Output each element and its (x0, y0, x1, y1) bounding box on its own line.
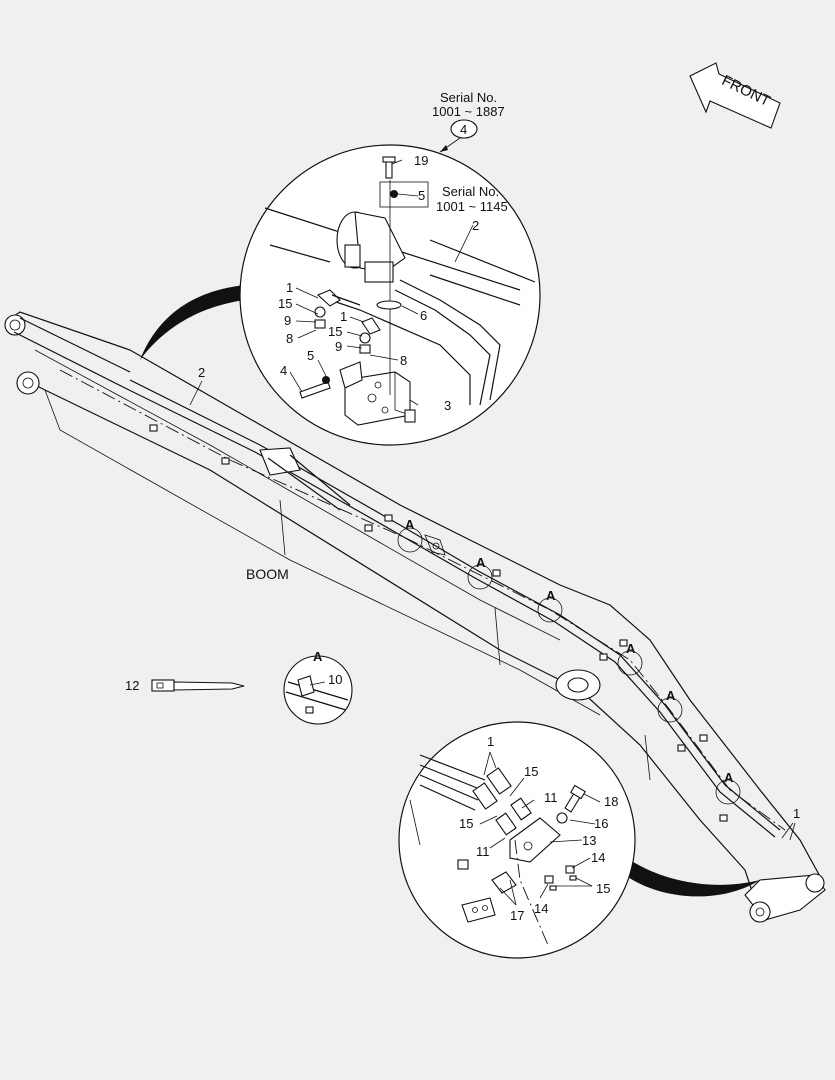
callout-3: 3 (444, 398, 451, 413)
callout-12: 12 (125, 678, 139, 693)
callout-11: 11 (544, 790, 558, 805)
callout-8: 8 (400, 353, 407, 368)
callout-17: 17 (510, 908, 524, 923)
callout-11: 11 (476, 844, 490, 859)
clamp-marker-label: A (666, 688, 676, 703)
boom-callouts: 2 1 (189, 365, 800, 841)
callout-1: 1 (793, 806, 800, 821)
callout-9: 9 (335, 339, 342, 354)
callout-1: 1 (487, 734, 494, 749)
top-detail: 19 5 2 1 15 9 8 1 15 9 8 5 4 6 3 Serial … (140, 144, 541, 446)
serial-top-label: Serial No. (440, 90, 497, 105)
clamp-marker-label: A (626, 641, 636, 656)
serial-top: Serial No. 1001 ~ 1887 4 (432, 90, 505, 153)
cable-tie: 12 (125, 678, 245, 693)
callout-14: 14 (591, 850, 605, 865)
clamp-marker-label: A (405, 517, 415, 532)
callout-16: 16 (594, 816, 608, 831)
detail-a-label: A (313, 649, 323, 664)
callout-19: 19 (414, 153, 428, 168)
clamp-marker-label: A (724, 770, 734, 785)
serial-inner-range: 1001 ~ 1145 (436, 199, 508, 214)
clamp-marker-label: A (546, 588, 556, 603)
serial-inner-label: Serial No. (442, 184, 499, 199)
callout-5: 5 (418, 188, 425, 203)
boom-body: BOOM (4, 311, 826, 923)
callout-15: 15 (278, 296, 292, 311)
serial-top-callout: 4 (460, 122, 467, 137)
callout-6: 6 (420, 308, 427, 323)
serial-top-range: 1001 ~ 1887 (432, 104, 505, 119)
clamp-marker-label: A (476, 555, 486, 570)
callout-15: 15 (596, 881, 610, 896)
callout-1: 1 (286, 280, 293, 295)
callout-15: 15 (524, 764, 538, 779)
callout-15: 15 (328, 324, 342, 339)
callout-15: 15 (459, 816, 473, 831)
callout-8: 8 (286, 331, 293, 346)
front-arrow: FRONT (689, 62, 781, 129)
callout-13: 13 (582, 833, 596, 848)
bottom-detail: 1 15 11 18 15 16 13 11 14 15 14 17 (398, 721, 760, 959)
callout-14: 14 (534, 901, 548, 916)
boom-label: BOOM (246, 566, 289, 582)
callout-1: 1 (340, 309, 347, 324)
callout-2: 2 (198, 365, 205, 380)
callout-5: 5 (307, 348, 314, 363)
callout-2: 2 (472, 218, 479, 233)
callout-10: 10 (328, 672, 342, 687)
callout-9: 9 (284, 313, 291, 328)
callout-18: 18 (604, 794, 618, 809)
detail-a: A 10 (283, 649, 353, 725)
callout-4: 4 (280, 363, 287, 378)
clamp-markers: A A A A A A (397, 517, 741, 805)
